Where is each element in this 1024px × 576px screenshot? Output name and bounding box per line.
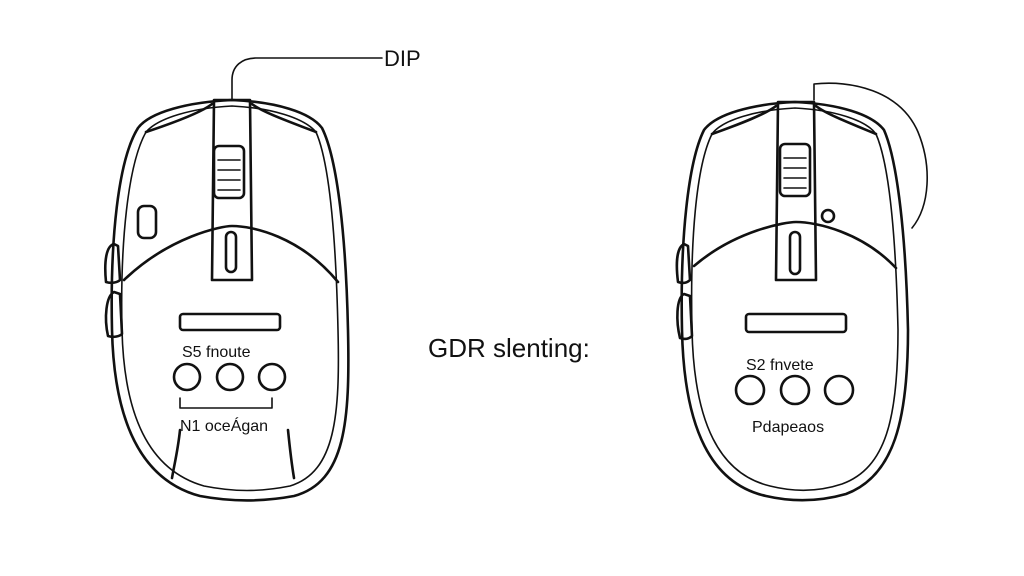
right-mouse-button-line-left (710, 104, 778, 136)
right-callout-line (813, 82, 928, 229)
right-mouse-shell-inner (690, 107, 899, 492)
right-mouse-button-line-right (814, 104, 878, 136)
left-mouse-display-bar (178, 312, 282, 332)
left-mouse-palm-arc (122, 224, 340, 284)
right-mouse-ridge (774, 100, 818, 282)
left-mouse-button-line-right (250, 102, 318, 134)
right-mouse-profile-button-3 (823, 374, 855, 406)
left-mouse-scroll-wheel (212, 144, 246, 200)
right-mouse-shell (680, 100, 910, 502)
right-mouse-dpi-slot (788, 230, 802, 276)
right-mouse-display-bar (744, 312, 848, 334)
left-mouse-shell (110, 98, 350, 502)
left-mouse-profile-button-1 (172, 362, 202, 392)
right-mouse-bottom-label: Pdapeaos (752, 419, 824, 436)
right-mouse-profile-button-2 (779, 374, 811, 406)
left-mouse (103, 98, 350, 502)
left-mouse-dpi-slot (224, 230, 238, 274)
dip-callout-line (231, 57, 383, 101)
right-mouse-palm-arc (692, 220, 898, 270)
left-mouse-bracket (179, 397, 273, 409)
dip-callout-label: DIP (384, 46, 421, 71)
left-mouse-profile-button-3 (257, 362, 287, 392)
left-mouse-shell-inner (120, 105, 340, 492)
left-mouse-ridge (210, 98, 254, 282)
right-mouse-led-dot (820, 208, 836, 224)
left-mouse-button-line-left (144, 102, 214, 134)
left-mouse-side-button-2 (104, 290, 124, 339)
left-mouse-seam-right (286, 428, 296, 480)
left-mouse-bottom-label: N1 oceÁgan (180, 416, 268, 435)
left-mouse-model-label: S5 fnoute (182, 344, 251, 361)
right-mouse-model-label: S2 fnvete (746, 357, 814, 374)
right-mouse (675, 100, 910, 502)
left-mouse-seam-left (170, 428, 182, 480)
left-mouse-side-button-1 (103, 242, 122, 285)
left-mouse-side-indicator (136, 204, 158, 240)
center-caption: GDR slenting: (428, 333, 590, 363)
right-mouse-profile-button-1 (734, 374, 766, 406)
right-mouse-side-button-2 (676, 292, 694, 341)
left-mouse-profile-button-2 (215, 362, 245, 392)
right-mouse-side-button-1 (675, 242, 692, 285)
right-mouse-scroll-wheel (778, 142, 812, 198)
